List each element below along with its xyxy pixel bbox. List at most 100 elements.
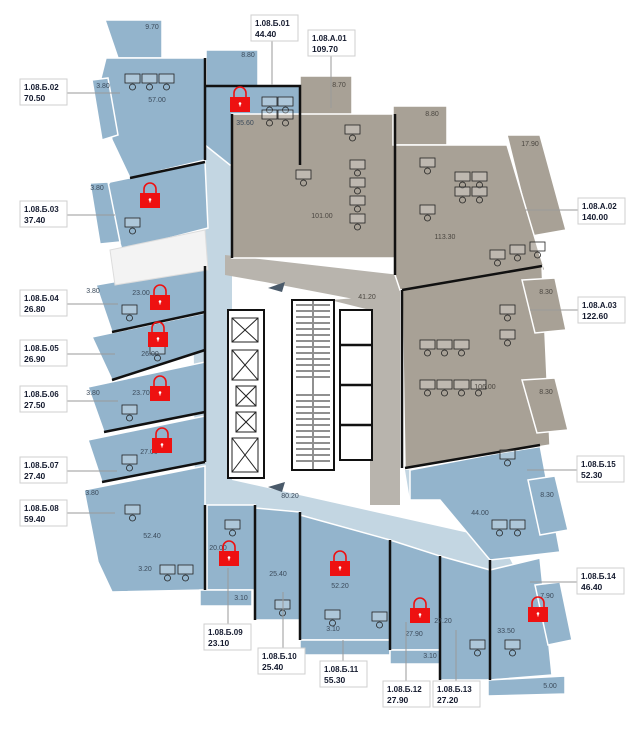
desk: [499, 304, 516, 315]
lock-icon[interactable]: [150, 284, 170, 310]
balcony-unit-b03: [89, 181, 121, 245]
units-gray[interactable]: [231, 75, 569, 469]
unit-area: 52.30: [581, 470, 603, 480]
room-area-label: 44.00: [471, 510, 489, 517]
chair: [354, 169, 361, 177]
desk: [453, 379, 470, 390]
chair: [504, 459, 511, 467]
chair: [329, 619, 336, 627]
chair: [424, 167, 431, 175]
lock-icon[interactable]: [528, 596, 548, 622]
balcony-unit-b14: [534, 581, 573, 646]
callout-box: [257, 647, 306, 675]
room-area-label: 8.80: [425, 111, 439, 118]
room-area-label: 17.90: [521, 141, 539, 148]
callout-box: [19, 456, 68, 484]
chair: [129, 227, 136, 235]
room-area-label: 3.10: [234, 595, 248, 602]
lock-icon[interactable]: [140, 182, 160, 208]
chair: [424, 389, 431, 397]
desk: [121, 454, 138, 465]
lock-icon[interactable]: [230, 86, 250, 112]
chair: [514, 529, 521, 537]
desk: [349, 195, 366, 206]
lock-icon[interactable]: [219, 540, 239, 566]
room-area-label: 27.90: [405, 631, 423, 638]
chair: [376, 621, 383, 629]
room-area-label: 26.00: [141, 351, 159, 358]
unit-area: 27.20: [437, 695, 459, 705]
unit-area: 23.10: [208, 638, 230, 648]
unit-id: 1.08.А.01: [312, 34, 347, 43]
desk: [141, 73, 158, 84]
room-area-label: 101.00: [311, 213, 333, 220]
building-core: [227, 299, 373, 479]
unit-area: 46.40: [581, 582, 603, 592]
room-area-label: 8.30: [539, 389, 553, 396]
chair: [229, 529, 236, 537]
lock-icon[interactable]: [152, 427, 172, 453]
unit-id: 1.08.Б.05: [24, 344, 59, 353]
room-area-label: 3.80: [90, 185, 104, 192]
unit-area: 26.90: [24, 354, 46, 364]
balcony-unit-a02: [392, 105, 448, 146]
unit-id: 1.08.Б.15: [581, 460, 616, 469]
lock-icon[interactable]: [148, 321, 168, 347]
unit-area: 27.90: [387, 695, 409, 705]
terrace: [109, 229, 209, 286]
chair: [496, 529, 503, 537]
balcony-unit-a03-top: [521, 277, 567, 334]
unit-area: 140.00: [582, 212, 608, 222]
unit-id: 1.08.Б.04: [24, 294, 59, 303]
lock-icon[interactable]: [330, 550, 350, 576]
locks: [140, 86, 548, 623]
room-area-label: 23.70: [132, 390, 150, 397]
desk: [349, 213, 366, 224]
lock-icon[interactable]: [410, 597, 430, 623]
callout-box: [19, 289, 68, 317]
unit-area: 25.40: [262, 662, 284, 672]
desk: [158, 73, 175, 84]
desk: [469, 639, 486, 650]
callout-box: [577, 197, 626, 225]
balcony-unit-b11: [299, 639, 391, 656]
desk: [344, 124, 361, 135]
chair: [354, 205, 361, 213]
chair: [504, 339, 511, 347]
desk: [349, 159, 366, 170]
desk: [504, 639, 521, 650]
desk: [454, 171, 471, 182]
desk: [371, 611, 388, 622]
room-area-label: 25.40: [269, 571, 287, 578]
room-area-label: 27.20: [434, 618, 452, 625]
unit-id: 1.08.Б.03: [24, 205, 59, 214]
desk: [491, 519, 508, 530]
lock-icon[interactable]: [150, 375, 170, 401]
chair: [476, 196, 483, 204]
chair: [349, 134, 356, 142]
desk: [124, 73, 141, 84]
desk: [177, 564, 194, 575]
room-areas: 9.708.803.8057.0035.603.808.708.8017.901…: [85, 24, 557, 690]
desk: [121, 304, 138, 315]
desk: [471, 171, 488, 182]
room-area-label: 52.40: [143, 533, 161, 540]
